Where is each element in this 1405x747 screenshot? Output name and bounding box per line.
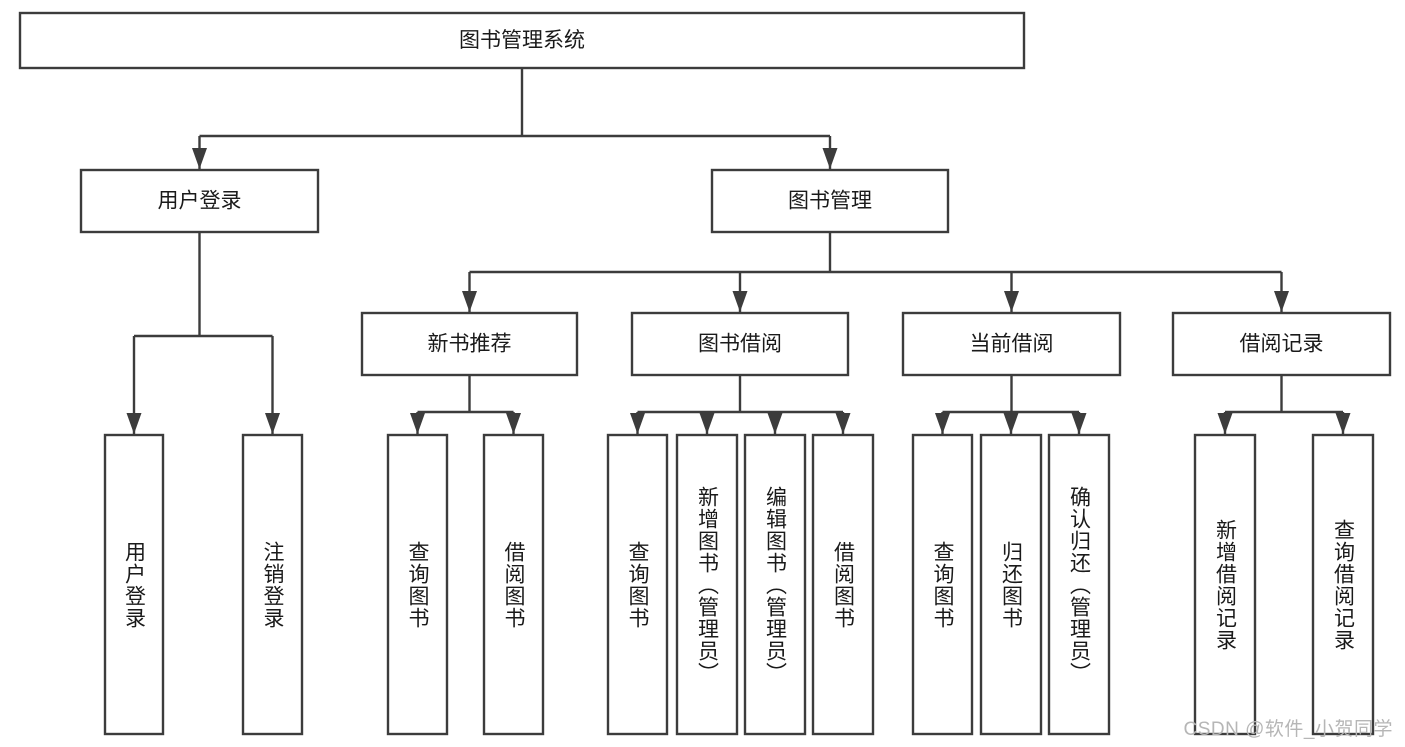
node-box-leaf-add-record[interactable] bbox=[1193, 433, 1257, 736]
node-box-root[interactable] bbox=[18, 11, 1026, 70]
arrow-head-icon bbox=[265, 413, 280, 434]
arrow-head-icon bbox=[1004, 291, 1019, 312]
node-label-user-login: 用户登录 bbox=[158, 190, 242, 213]
node-box-borrow-record[interactable] bbox=[1171, 311, 1392, 377]
node-label-new-book-rec: 新书推荐 bbox=[428, 333, 512, 356]
arrow-head-icon bbox=[410, 413, 425, 434]
node-box-leaf-borrow-book-2[interactable] bbox=[811, 433, 875, 736]
arrow-head-icon bbox=[822, 148, 838, 169]
node-box-book-borrow[interactable] bbox=[630, 311, 850, 377]
node-box-leaf-user-login[interactable] bbox=[103, 433, 165, 736]
arrow-head-icon bbox=[1071, 413, 1087, 434]
node-label-current-borrow: 当前借阅 bbox=[970, 333, 1054, 356]
connector-lines bbox=[126, 68, 1351, 434]
node-box-user-login[interactable] bbox=[79, 168, 320, 234]
node-box-leaf-query-book-1[interactable] bbox=[386, 433, 449, 736]
arrow-head-icon bbox=[699, 413, 715, 434]
node-box-leaf-query-book-2[interactable] bbox=[606, 433, 669, 736]
arrow-head-icon bbox=[1335, 413, 1351, 434]
node-box-leaf-query-record[interactable] bbox=[1311, 433, 1375, 736]
arrow-head-icon bbox=[630, 413, 645, 434]
arrow-head-icon bbox=[506, 413, 521, 434]
arrow-head-icon bbox=[192, 148, 207, 169]
node-box-leaf-confirm-return[interactable] bbox=[1047, 433, 1111, 736]
arrow-head-icon bbox=[767, 413, 783, 434]
watermark-text: CSDN @软件_小贺同学 bbox=[1183, 719, 1393, 740]
arrow-head-icon bbox=[462, 291, 477, 312]
node-boxes bbox=[18, 11, 1392, 736]
node-box-leaf-logout[interactable] bbox=[241, 433, 304, 736]
arrow-head-icon bbox=[732, 291, 748, 312]
node-box-leaf-add-book[interactable] bbox=[675, 433, 739, 736]
node-box-leaf-edit-book[interactable] bbox=[743, 433, 807, 736]
node-label-root: 图书管理系统 bbox=[459, 29, 585, 52]
arrow-head-icon bbox=[1003, 413, 1019, 434]
arrow-head-icon bbox=[1217, 413, 1233, 434]
arrow-head-icon bbox=[1274, 291, 1289, 312]
arrow-head-icon bbox=[935, 413, 950, 434]
node-box-leaf-query-book-3[interactable] bbox=[911, 433, 974, 736]
node-label-book-borrow: 图书借阅 bbox=[698, 333, 782, 356]
node-label-book-manage: 图书管理 bbox=[788, 190, 872, 213]
node-box-current-borrow[interactable] bbox=[901, 311, 1122, 377]
node-label-borrow-record: 借阅记录 bbox=[1240, 333, 1324, 356]
arrow-head-icon bbox=[126, 413, 142, 434]
node-box-leaf-return-book[interactable] bbox=[979, 433, 1043, 736]
arrow-head-icon bbox=[835, 413, 851, 434]
node-box-book-manage[interactable] bbox=[710, 168, 950, 234]
node-box-new-book-rec[interactable] bbox=[360, 311, 579, 377]
node-box-leaf-borrow-book-1[interactable] bbox=[482, 433, 545, 736]
